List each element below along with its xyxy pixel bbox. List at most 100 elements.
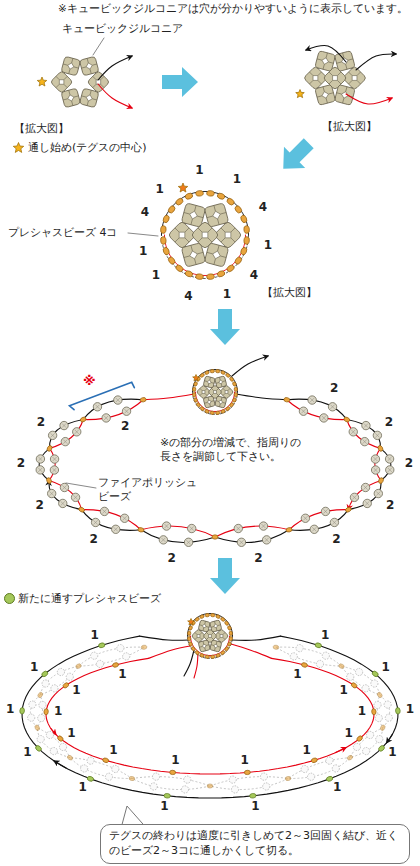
fire-polish-bead — [385, 455, 393, 463]
bead-body — [162, 522, 170, 530]
bead-body — [323, 66, 347, 90]
fire-polish-bead — [237, 538, 245, 546]
bead-count: 1 — [155, 183, 165, 196]
fire-polish-bead — [259, 522, 267, 530]
bead-count: 2 — [36, 416, 46, 429]
bead-hole — [207, 400, 212, 405]
precious-bead — [229, 377, 234, 382]
precious-bead — [227, 641, 232, 646]
bead-facet — [73, 495, 77, 499]
bead-body — [234, 524, 242, 532]
bead-body — [363, 747, 370, 754]
zirconia-bead — [79, 88, 99, 108]
bead-hole — [207, 380, 212, 385]
fire-polish-bead — [362, 685, 369, 692]
precious-bead — [57, 735, 64, 742]
bead-facet — [186, 540, 190, 544]
fire-polish-bead — [362, 421, 370, 429]
bead-count: 1 — [332, 781, 342, 794]
fire-polish-bead — [37, 736, 44, 743]
precious-bead — [234, 387, 238, 392]
precious-bead — [46, 477, 53, 484]
precious-bead — [44, 709, 49, 715]
step2-figure — [296, 46, 396, 106]
bead-body — [181, 786, 188, 793]
thread — [287, 399, 347, 419]
bead-body — [66, 673, 73, 680]
fire-polish-bead — [326, 757, 333, 764]
thread — [306, 46, 346, 62]
fire-polish-bead — [376, 736, 383, 743]
fire-polish-bead — [73, 428, 81, 436]
fire-polish-bead — [301, 765, 308, 772]
bead-body — [366, 731, 373, 738]
bead-body — [363, 499, 371, 507]
bead-body — [50, 747, 57, 754]
thread — [287, 400, 347, 420]
zirconia-bead — [323, 66, 347, 90]
bead-hole — [189, 210, 199, 220]
bead-body — [36, 455, 44, 463]
bead-hole — [67, 94, 75, 102]
bead-body — [59, 499, 67, 507]
bead-body — [360, 437, 368, 445]
precious-bead — [78, 506, 85, 513]
bead-body — [96, 660, 103, 667]
fire-polish-bead — [361, 483, 369, 491]
bead-body — [91, 652, 98, 659]
view-label: 【拡大図】 — [14, 122, 69, 136]
legend-star — [12, 141, 25, 154]
bead-body — [301, 514, 309, 522]
fire-polish-bead — [321, 507, 329, 515]
step5-figure — [20, 613, 401, 798]
thread — [98, 84, 132, 108]
bead-count: 2 — [166, 552, 176, 565]
bead-hole — [207, 633, 213, 639]
callout-text: テグスの終わりは適度に引きしめて2～3回固く結び、近くのビーズ2～3コに通しかく… — [109, 829, 401, 859]
bead-body — [347, 673, 354, 680]
bead-body — [112, 525, 120, 533]
bead-body — [47, 489, 55, 497]
bead-facet — [191, 221, 219, 249]
precious-bead — [301, 662, 308, 668]
new-precious-bead — [41, 670, 49, 678]
bead-facet — [363, 440, 367, 444]
fire-polish-bead — [374, 489, 382, 497]
bead-facet — [75, 430, 79, 434]
precious-bead — [195, 273, 203, 279]
bead-hole — [218, 380, 223, 385]
bead-count: 1 — [239, 754, 249, 767]
bead-body — [48, 431, 56, 439]
bead-facet — [62, 485, 66, 489]
bead-facet — [323, 66, 347, 90]
precious-bead — [204, 370, 209, 375]
precious-bead — [347, 755, 354, 761]
fire-polish-bead — [322, 652, 329, 659]
precious-bead — [175, 197, 184, 206]
bead-body — [299, 407, 307, 415]
fire-polish-bead — [229, 776, 236, 783]
bead-body — [117, 645, 124, 652]
precious-bead — [162, 247, 170, 256]
bead-count: 1 — [263, 240, 273, 253]
bead-body — [373, 431, 381, 439]
precious-bead — [240, 247, 248, 256]
bead-body — [159, 536, 167, 544]
bead-count: 1 — [151, 270, 161, 283]
fire-polish-bead — [371, 466, 379, 474]
bead-body — [81, 765, 88, 772]
precious-bead — [140, 397, 147, 402]
bead-body — [60, 421, 68, 429]
bead-body — [308, 396, 316, 404]
fire-polish-bead — [59, 743, 66, 750]
precious-bead — [273, 645, 279, 650]
bead-facet — [352, 495, 356, 499]
bead-count: 2 — [329, 383, 339, 396]
bead-facet — [124, 409, 128, 413]
fire-polish-bead — [320, 414, 328, 422]
precious-bead — [234, 205, 243, 214]
precious-bead — [195, 190, 203, 196]
precious-bead — [283, 397, 290, 402]
fire-polish-bead — [117, 645, 124, 652]
